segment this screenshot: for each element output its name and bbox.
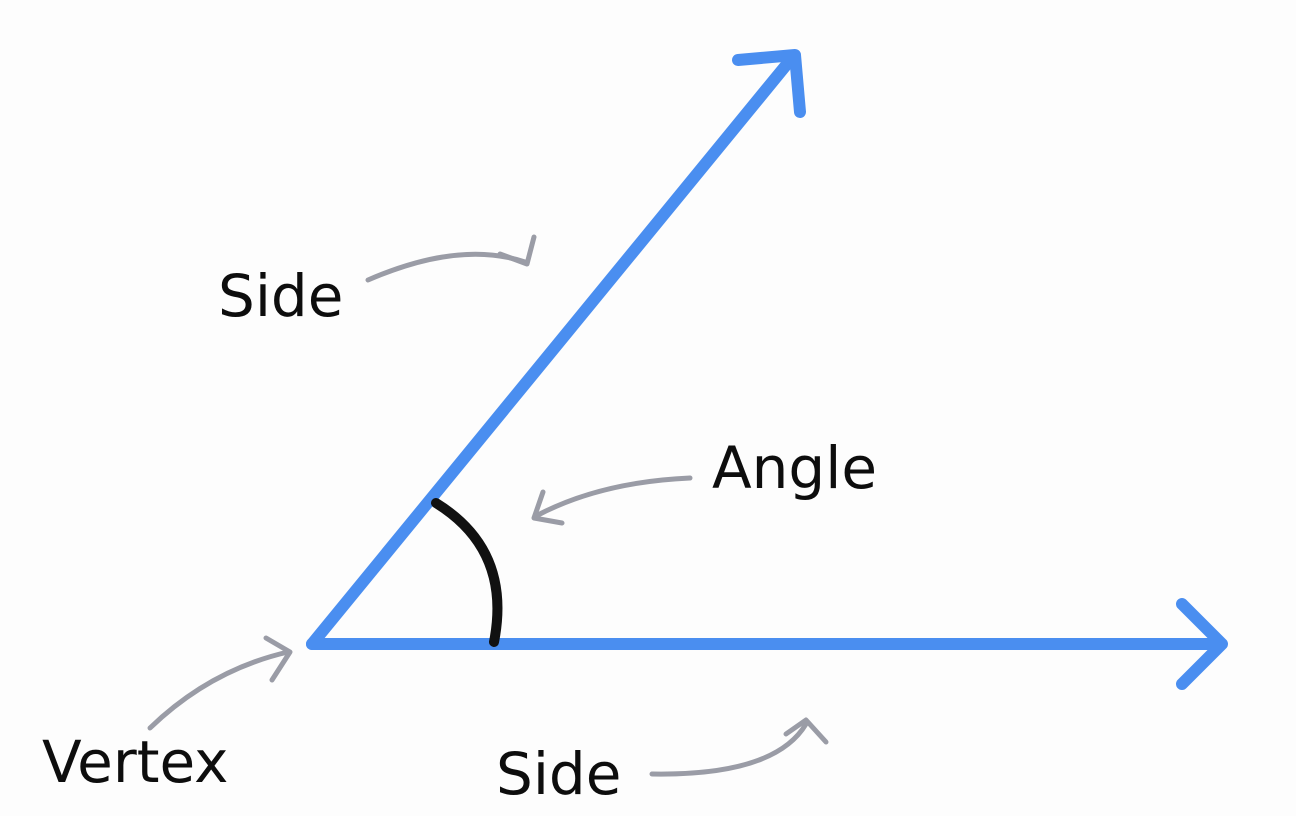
lower-ray-arrowhead	[1176, 598, 1228, 690]
upper-ray	[306, 49, 806, 650]
side-upper-pointer-head	[497, 234, 537, 267]
angle-pointer	[533, 475, 693, 519]
side-lower-pointer-head	[783, 717, 829, 745]
vertex-label: Vertex	[42, 728, 228, 796]
side-upper-label: Side	[218, 262, 343, 330]
pointer-arrows	[147, 234, 829, 777]
upper-ray-arrowhead	[732, 49, 806, 118]
lower-ray	[306, 598, 1228, 690]
side-upper-pointer	[365, 251, 528, 283]
upper-ray-line	[306, 52, 798, 650]
vertex-pointer	[147, 649, 291, 731]
angle-arc	[431, 498, 503, 647]
side-lower-label: Side	[496, 740, 621, 808]
angle-label: Angle	[712, 434, 877, 502]
vertex-pointer-head	[263, 635, 293, 683]
side-lower-pointer	[649, 721, 809, 777]
angle-pointer-head	[531, 489, 565, 526]
